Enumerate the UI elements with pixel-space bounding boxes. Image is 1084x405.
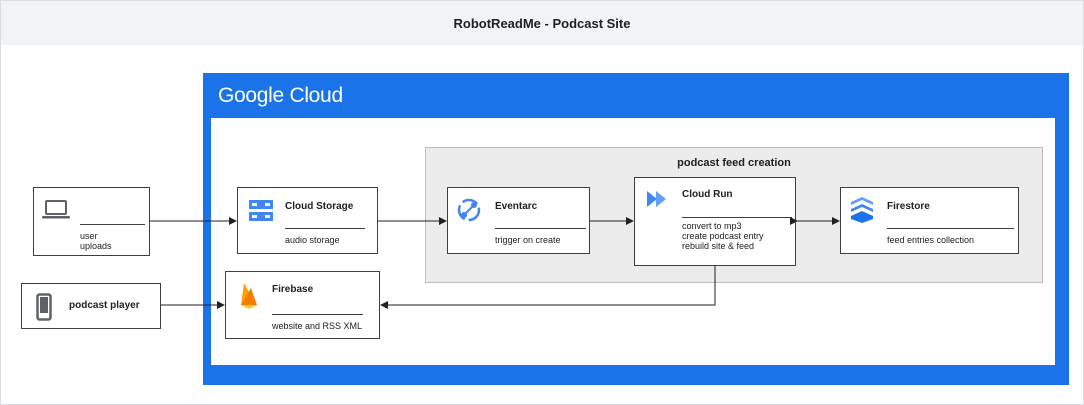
cloud-storage-title: Cloud Storage bbox=[285, 201, 354, 212]
eventarc-title: Eventarc bbox=[495, 201, 538, 212]
firestore-divider bbox=[887, 228, 1014, 229]
eventarc-node[interactable]: Eventarc trigger on create bbox=[447, 187, 590, 254]
cloud-run-title: Cloud Run bbox=[682, 189, 733, 200]
diagram-title: RobotReadMe - Podcast Site bbox=[453, 15, 631, 31]
podcast-player-label: podcast player bbox=[69, 300, 140, 311]
google-cloud-logo: Google Cloud bbox=[218, 84, 343, 107]
cloud-run-divider bbox=[682, 217, 792, 218]
firestore-node[interactable]: Firestore feed entries collection bbox=[840, 187, 1019, 254]
cloud-storage-node[interactable]: Cloud Storage audio storage bbox=[237, 187, 378, 254]
cloud-storage-divider bbox=[285, 228, 365, 229]
user-node-line-2: uploads bbox=[80, 241, 112, 251]
title-bar: RobotReadMe - Podcast Site bbox=[1, 1, 1083, 45]
cloud-run-line-2: create podcast entry bbox=[682, 231, 764, 241]
cloud-storage-icon bbox=[249, 200, 273, 221]
firebase-title: Firebase bbox=[272, 284, 314, 295]
firebase-subtitle: website and RSS XML bbox=[272, 321, 363, 331]
firebase-divider bbox=[272, 314, 363, 315]
eventarc-subtitle: trigger on create bbox=[495, 235, 561, 245]
group-title: podcast feed creation bbox=[677, 157, 791, 169]
cloud-run-line-3: rebuild site & feed bbox=[682, 241, 755, 251]
laptop-icon bbox=[42, 200, 70, 219]
user-uploads-node[interactable]: user uploads bbox=[33, 187, 150, 256]
user-node-line-1: user bbox=[80, 231, 98, 241]
cloud-storage-subtitle: audio storage bbox=[285, 235, 340, 245]
firebase-icon bbox=[241, 283, 257, 309]
firebase-node[interactable]: Firebase website and RSS XML bbox=[225, 271, 380, 339]
firestore-subtitle: feed entries collection bbox=[887, 235, 975, 245]
firestore-icon bbox=[851, 197, 873, 223]
user-node-divider bbox=[80, 224, 145, 225]
eventarc-icon bbox=[457, 198, 481, 222]
eventarc-divider bbox=[495, 228, 586, 229]
podcast-player-node[interactable]: podcast player bbox=[21, 283, 161, 329]
phone-icon bbox=[36, 293, 52, 321]
cloud-run-node[interactable]: Cloud Run convert to mp3 create podcast … bbox=[634, 177, 796, 266]
cloud-run-icon bbox=[647, 191, 666, 207]
firestore-title: Firestore bbox=[887, 201, 930, 212]
cloud-run-line-1: convert to mp3 bbox=[682, 221, 742, 231]
